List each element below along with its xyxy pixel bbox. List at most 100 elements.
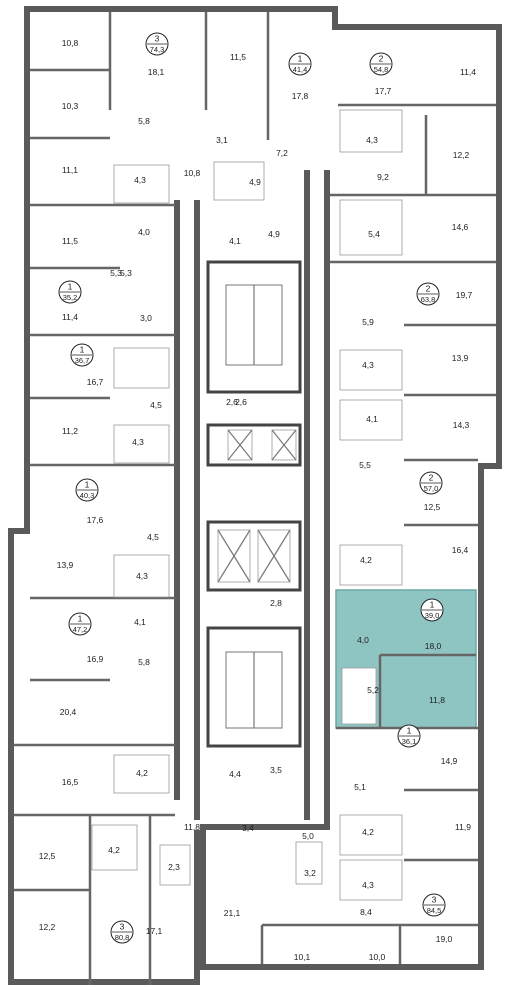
room-area-label: 16,4 [452, 545, 469, 555]
badge-rooms: 1 [68, 282, 73, 292]
bathroom-fixtures [91, 109, 403, 901]
room-area-label: 14,9 [441, 756, 458, 766]
badge-rooms: 2 [379, 54, 384, 64]
room-area-label: 11,5 [230, 52, 246, 62]
room-area-label: 7,2 [276, 148, 288, 158]
stair-core-lower [206, 626, 302, 748]
room-area-label: 14,6 [452, 222, 469, 232]
room-area-label: 13,9 [57, 560, 74, 570]
apartment-badge[interactable]: 257,0 [419, 471, 443, 495]
room-area-label: 10,1 [294, 952, 311, 962]
room-area-label: 13,9 [452, 353, 469, 363]
badge-area: 84,5 [427, 906, 442, 915]
elevator-core-lower [206, 520, 302, 592]
room-area-label: 4,2 [108, 845, 120, 855]
apartment-badge[interactable]: 380,8 [110, 920, 134, 944]
room-area-label: 5,8 [138, 657, 150, 667]
elevator-core-upper [206, 423, 302, 467]
room-area-label: 11,9 [455, 822, 471, 832]
room-area-label: 8,4 [360, 907, 372, 917]
room-area-label: 4,5 [150, 400, 162, 410]
room-area-label: 5,0 [302, 831, 314, 841]
badge-rooms: 3 [120, 922, 125, 932]
badge-rooms: 1 [407, 726, 412, 736]
badge-area: 54,8 [374, 65, 389, 74]
apartment-badge[interactable]: 136,1 [397, 724, 421, 748]
room-area-label: 18,1 [148, 67, 165, 77]
badge-area: 80,8 [115, 933, 130, 942]
room-area-label: 4,9 [249, 177, 261, 187]
room-area-label: 4,4 [229, 769, 241, 779]
room-area-label: 10,8 [184, 168, 201, 178]
apartment-badge[interactable]: 263,8 [416, 282, 440, 306]
room-area-label: 12,5 [424, 502, 441, 512]
apartment-badge[interactable]: 374,3 [145, 32, 169, 56]
room-area-label: 5,3 [120, 268, 132, 278]
room-area-label: 5,1 [354, 782, 366, 792]
room-area-label: 3,2 [304, 868, 316, 878]
badge-rooms: 1 [85, 480, 90, 490]
badge-area: 36,7 [75, 356, 90, 365]
room-area-label: 12,5 [39, 851, 56, 861]
badge-rooms: 2 [426, 284, 431, 294]
room-area-label: 11,8 [429, 695, 445, 705]
badge-rooms: 1 [430, 600, 435, 610]
stair-core-upper [206, 260, 302, 394]
apartment-badge[interactable]: 135,2 [58, 280, 82, 304]
room-area-label: 19,0 [436, 934, 453, 944]
room-area-label: 5,5 [359, 460, 371, 470]
room-area-label: 4,9 [268, 229, 280, 239]
room-area-label: 2,8 [270, 598, 282, 608]
room-area-label: 17,1 [146, 926, 163, 936]
room-area-label: 3,4 [242, 823, 254, 833]
badge-area: 57,0 [424, 484, 439, 493]
badge-area: 39,0 [425, 611, 440, 620]
room-area-label: 11,1 [62, 165, 78, 175]
badge-area: 47,2 [73, 625, 88, 634]
room-area-label: 12,2 [453, 150, 470, 160]
room-area-label: 16,7 [87, 377, 104, 387]
room-area-label: 2,6 [235, 397, 247, 407]
apartment-badge[interactable]: 147,2 [68, 612, 92, 636]
apartment-badge[interactable]: 254,8 [369, 52, 393, 76]
apartment-badge[interactable]: 139,0 [420, 598, 444, 622]
room-area-label: 9,2 [377, 172, 389, 182]
room-area-label: 12,2 [39, 922, 56, 932]
room-area-label: 5,9 [362, 317, 374, 327]
room-area-label: 4,0 [357, 635, 369, 645]
badge-rooms: 1 [80, 345, 85, 355]
room-area-label: 11,5 [62, 236, 78, 246]
badge-area: 74,3 [150, 45, 165, 54]
badge-rooms: 1 [298, 54, 303, 64]
room-area-label: 2,3 [168, 862, 180, 872]
room-area-label: 3,5 [270, 765, 282, 775]
badge-rooms: 3 [432, 895, 437, 905]
apartment-badge[interactable]: 141,4 [288, 52, 312, 76]
badge-area: 63,8 [421, 295, 436, 304]
room-area-label: 3,0 [140, 313, 152, 323]
room-area-label: 10,8 [62, 38, 79, 48]
room-area-label: 4,1 [229, 236, 241, 246]
room-area-label: 4,2 [360, 555, 372, 565]
room-area-label: 20,4 [60, 707, 77, 717]
room-area-label: 4,5 [147, 532, 159, 542]
apartment-badge[interactable]: 136,7 [70, 343, 94, 367]
room-area-label: 5,4 [368, 229, 380, 239]
room-area-label: 10,0 [369, 952, 386, 962]
room-area-label: 4,3 [136, 571, 148, 581]
interior-partitions [14, 12, 496, 985]
room-area-label: 11,2 [62, 426, 78, 436]
room-area-label: 4,0 [138, 227, 150, 237]
apartment-badge[interactable]: 140,3 [75, 478, 99, 502]
room-area-label: 17,6 [87, 515, 104, 525]
room-area-label: 3,1 [216, 135, 228, 145]
room-area-label: 5,8 [138, 116, 150, 126]
apartment-badges: 374,3141,4254,8135,2263,8136,7140,3257,0… [58, 32, 446, 944]
badge-rooms: 3 [155, 34, 160, 44]
room-area-label: 11,4 [460, 67, 476, 77]
room-area-label: 4,2 [362, 827, 374, 837]
room-area-label: 2,6 [226, 397, 238, 407]
apartment-badge[interactable]: 384,5 [422, 893, 446, 917]
